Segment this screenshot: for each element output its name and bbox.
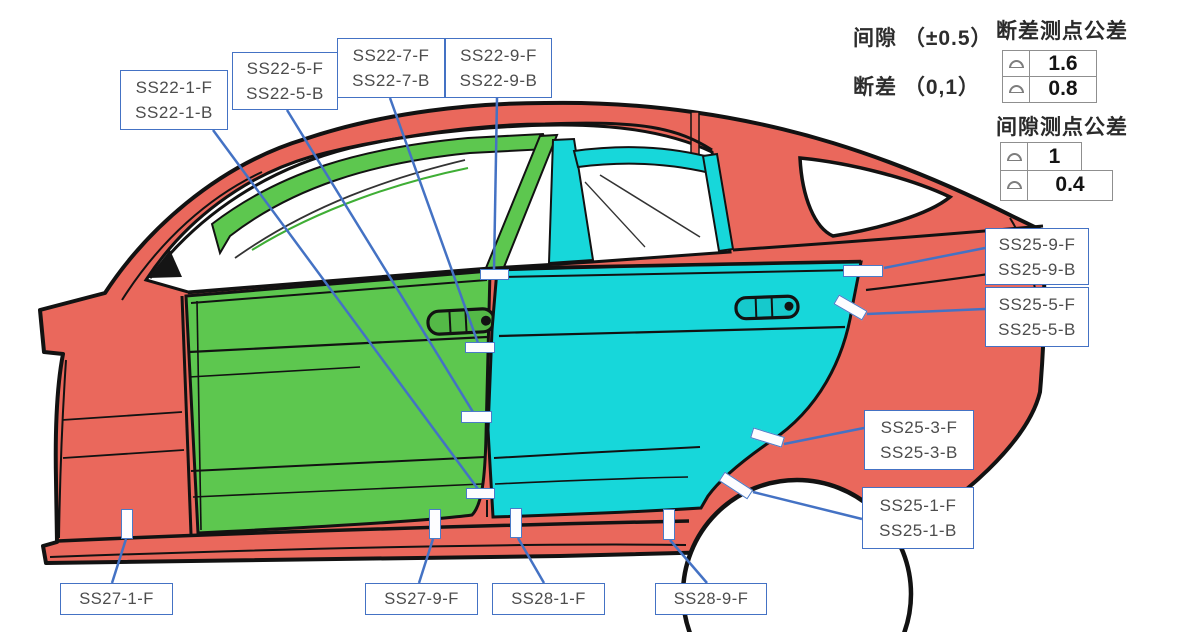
measure-label-text: SS28-1-F xyxy=(511,589,586,608)
measure-marker-ss22-7 xyxy=(465,341,495,353)
front-door-handle xyxy=(426,307,496,336)
measure-label-ss28-1: SS28-1-F xyxy=(492,583,605,615)
gap-tolerance-table-title: 间隙测点公差 xyxy=(996,116,1128,139)
measure-label-text: SS22-5-B xyxy=(246,84,324,103)
gap-tolerance-table: 1 0.4 xyxy=(1000,142,1113,201)
table-row: 1 xyxy=(1000,142,1082,171)
measure-label-ss27-1: SS27-1-F xyxy=(60,583,173,615)
measure-label-text: SS25-5-B xyxy=(998,320,1076,339)
measure-label-text: SS25-1-F xyxy=(879,496,957,515)
measure-label-text: SS27-9-F xyxy=(384,589,459,608)
measure-label-ss28-9: SS28-9-F xyxy=(655,583,767,615)
flush-tolerance-table-title: 断差测点公差 xyxy=(996,20,1128,43)
measure-label-text: SS25-9-B xyxy=(998,259,1076,279)
measure-marker-ss22-5 xyxy=(460,411,492,423)
measure-label-ss25-3: SS25-3-F SS25-3-B xyxy=(864,410,974,470)
measure-label-text: SS22-7-B xyxy=(352,71,430,90)
measure-label-ss22-9: SS22-9-F SS22-9-B xyxy=(445,38,552,98)
flush-point-icon xyxy=(1008,85,1024,94)
tolerance-value: 1 xyxy=(1048,144,1061,168)
flush-point-icon xyxy=(1008,59,1024,68)
rear-door-handle xyxy=(734,294,800,321)
mirror-mount xyxy=(148,250,182,278)
measure-label-text: SS27-1-F xyxy=(79,589,154,608)
tolerance-value: 0.8 xyxy=(1048,77,1078,101)
table-row: 0.8 xyxy=(1002,75,1097,103)
measure-marker-ss25-9 xyxy=(843,265,883,277)
measure-label-text: SS25-5-F xyxy=(998,295,1076,314)
gap-point-icon xyxy=(1006,152,1022,161)
flush-tolerance-table: 1.6 0.8 xyxy=(1002,50,1097,103)
measure-label-text: SS28-9-F xyxy=(673,589,749,608)
measure-label-text: SS22-9-F xyxy=(460,46,537,65)
measure-label-ss22-7: SS22-7-F SS22-7-B xyxy=(337,38,445,98)
measure-label-text: SS22-5-F xyxy=(246,59,324,78)
flush-tolerance-note: 断差 （0,1） xyxy=(853,76,981,99)
measure-label-text: SS25-3-F xyxy=(880,418,958,437)
table-row: 0.4 xyxy=(1000,169,1113,201)
quarter-window xyxy=(798,156,954,238)
measure-label-ss25-9: SS25-9-F SS25-9-B xyxy=(985,228,1089,285)
measure-label-ss25-5: SS25-5-F SS25-5-B xyxy=(985,287,1089,347)
measure-label-ss27-9: SS27-9-F xyxy=(365,583,478,615)
measure-marker-ss22-9 xyxy=(479,268,509,280)
measure-label-text: SS25-3-B xyxy=(880,443,958,462)
measure-marker-ss28-1 xyxy=(510,508,522,538)
measure-label-text: SS22-1-B xyxy=(135,103,213,122)
rear-door xyxy=(486,137,863,519)
measure-marker-ss27-1 xyxy=(121,509,133,539)
gap-point-icon xyxy=(1006,181,1022,190)
measure-label-text: SS25-9-F xyxy=(998,234,1076,254)
tolerance-value: 0.4 xyxy=(1055,173,1085,197)
measure-label-text: SS22-9-B xyxy=(459,71,538,90)
gap-tolerance-note: 间隙 （±0.5） xyxy=(853,27,993,50)
measure-marker-ss27-9 xyxy=(429,509,441,539)
measure-label-text: SS22-7-F xyxy=(352,46,430,65)
table-row: 1.6 xyxy=(1002,50,1097,77)
measure-marker-ss22-1 xyxy=(465,487,495,499)
tolerance-value: 1.6 xyxy=(1048,51,1078,75)
measure-label-text: SS22-1-F xyxy=(135,78,213,97)
measure-label-ss22-1: SS22-1-F SS22-1-B xyxy=(120,70,228,130)
measure-label-ss25-1: SS25-1-F SS25-1-B xyxy=(862,487,974,549)
measure-label-text: SS25-1-B xyxy=(879,521,957,540)
measure-label-ss22-5: SS22-5-F SS22-5-B xyxy=(232,52,338,110)
measure-marker-ss28-9 xyxy=(663,508,675,540)
